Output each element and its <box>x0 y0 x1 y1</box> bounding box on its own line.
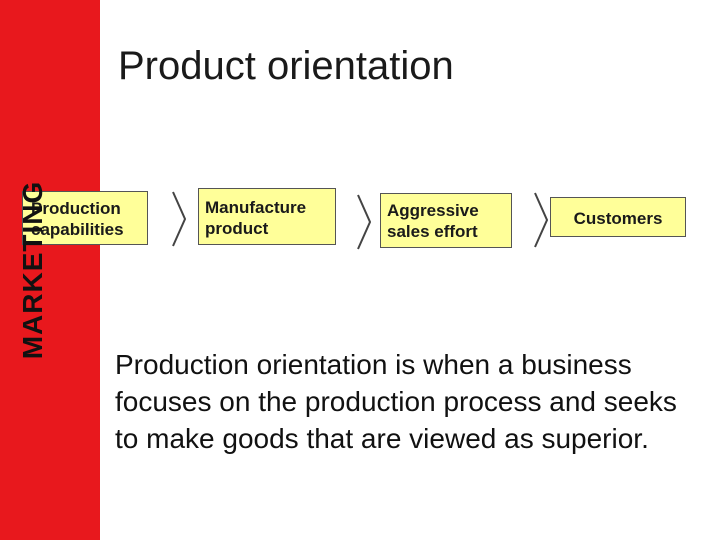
right-arrow-icon <box>534 192 548 248</box>
flow-step-production-capabilities: Production capabilities <box>22 191 148 245</box>
flow-step-label: Aggressive sales effort <box>387 201 479 241</box>
right-arrow-icon <box>357 194 371 250</box>
right-arrow-icon <box>172 191 186 247</box>
flow-step-label: Production capabilities <box>31 199 124 239</box>
flow-step-aggressive-sales-effort: Aggressive sales effort <box>380 193 512 248</box>
flow-step-label: Manufacture product <box>205 198 307 238</box>
flow-step-manufacture-product: Manufacture product <box>198 188 336 245</box>
page-title: Product orientation <box>118 44 454 88</box>
side-bar <box>0 0 100 540</box>
flow-step-label: Customers <box>573 209 663 228</box>
sidebar-label: MARKETING <box>17 180 48 360</box>
flow-step-customers: Customers <box>550 197 686 237</box>
definition-text: Production orientation is when a busines… <box>115 349 677 454</box>
